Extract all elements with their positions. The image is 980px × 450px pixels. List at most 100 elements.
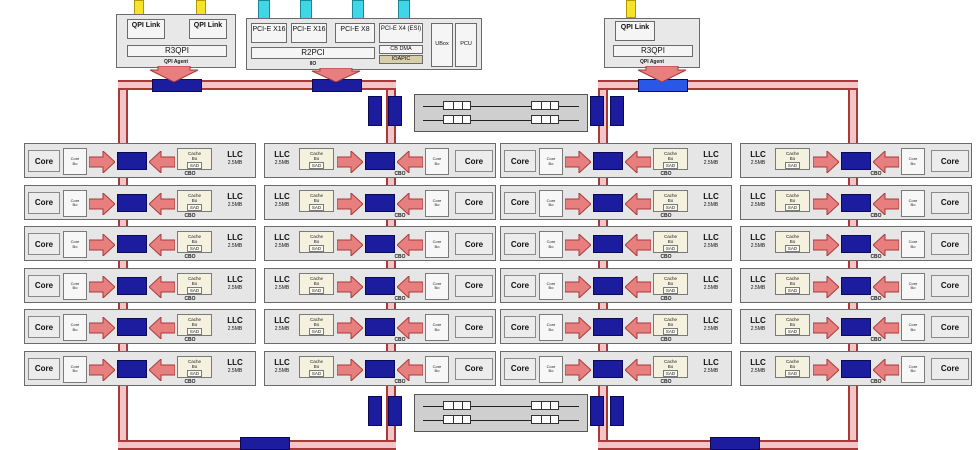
col-2-row-2-cache-l1: Cache	[309, 192, 323, 198]
col-4-row-5-cbo-tag: CBO	[870, 337, 882, 343]
col-2-row-1-llc-label: LLC	[274, 150, 290, 159]
col-3-row-2-cache-l1: Cache	[663, 192, 677, 198]
col-2-row-3-core: Core	[455, 233, 493, 255]
col-4-row-3-cache-l2: Bo	[789, 239, 796, 244]
col-4-row-2-cache-l1: Cache	[785, 192, 799, 198]
col-4-row-6-cbo-tag: CBO	[870, 378, 882, 385]
switch-top-queue-4	[531, 115, 559, 124]
col-1-row-1-core-bo-l1: Core	[70, 156, 80, 161]
inter-ring-switch-bottom	[414, 394, 588, 432]
col-2-row-3-core-bo-l2: Bo	[434, 243, 440, 249]
col-2-row-1-cache-l1: Cache	[309, 151, 323, 156]
pcie-port-1: PCI-E X16	[251, 23, 287, 43]
col-4-row-5-core-bo-l2: Bo	[910, 326, 916, 332]
col-4-row-6-core-bo-l2: Bo	[910, 368, 916, 373]
col-4-row-1-arrow-in	[873, 151, 899, 173]
col-3-row-6-arrow-in	[625, 358, 651, 381]
col-2-row-5-core-bo-l2: Bo	[434, 326, 440, 332]
col-3-row-2-core-bo-l1: Core	[546, 197, 556, 203]
ring-stop-bottom-right	[710, 437, 760, 450]
col-3-row-6-llc-size: 2.5MB	[703, 367, 719, 374]
col-2-row-4-cache-l2: Bo	[313, 280, 320, 286]
col-4-row-5-llc-size: 2.5MB	[750, 326, 766, 332]
pcu-box: PCU	[455, 23, 477, 67]
switch-stop-bottom-c	[590, 396, 604, 426]
col-1-row-5-core-bo-l1: Core	[70, 322, 80, 327]
col-2-row-2-arrow-in	[397, 192, 423, 215]
col-1-row-1-core: Core	[28, 150, 60, 172]
col-3-row-3-core-bo-l2: Bo	[548, 243, 554, 249]
col-1-row-5-cbo-tag: CBO	[184, 337, 196, 343]
switch-bottom-lane-a	[423, 406, 579, 407]
col-2-row-6-llc-size: 2.5MB	[274, 367, 290, 374]
col-2-row-2-core-bo-l2: Bo	[434, 202, 440, 207]
col-2-row-4-cbo-tag: CBO	[394, 295, 406, 302]
col-4-row-4-arrow-out	[813, 275, 839, 298]
col-4-row-5-arrow-out	[813, 317, 839, 339]
col-2-row-2-core: Core	[455, 191, 493, 214]
col-2-row-2-core-bo-l1: Core	[432, 197, 442, 203]
col-4-row-1-cache-l1: Cache	[785, 151, 799, 156]
col-4-row-6-sad: SAD	[784, 369, 801, 377]
ubox-box: UBox	[431, 23, 453, 67]
qpi-link-right-wire	[626, 0, 636, 18]
col-4-row-1-cache-l2: Bo	[789, 156, 796, 161]
col-1-row-3-ring-stop	[117, 235, 147, 253]
col-1-row-5-core-bo-l2: Bo	[72, 326, 78, 332]
pcie-port-3: PCI-E X8	[335, 23, 375, 43]
col-2-row-3-core-bo-l1: Core	[432, 239, 442, 244]
col-1-row-3-llc-size: 2.5MB	[227, 243, 243, 249]
col-3-row-4-llc-size: 2.5MB	[703, 284, 719, 291]
col-2-row-6-arrow-out	[337, 358, 363, 381]
col-3-row-2-sad: SAD	[662, 203, 679, 211]
col-1-row-2-core-bo-l2: Bo	[72, 202, 78, 207]
qpi-link-a-label: QPI Link	[131, 22, 161, 29]
switch-stop-top-a	[368, 96, 382, 126]
col-1-row-1-llc-size: 2.5MB	[227, 160, 243, 166]
col-4-row-6-cache-l1: Cache	[785, 358, 799, 364]
col-1-row-1-core-bo-l2: Bo	[72, 160, 78, 166]
col-2-row-6-cache-l2: Bo	[313, 363, 320, 369]
col-4-row-2-cbo-tag: CBO	[870, 212, 882, 219]
col-3-row-6-core-bo-l2: Bo	[548, 368, 554, 373]
col-3-row-1-llc-size: 2.5MB	[703, 160, 719, 166]
col-1-row-1-arrow-out	[89, 151, 115, 173]
col-3-row-3-llc-size: 2.5MB	[703, 243, 719, 249]
col-2-row-3-cbo-tag: CBO	[394, 254, 406, 260]
col-4-row-5-llc-label: LLC	[750, 316, 766, 325]
col-2-row-5-cache-l2: Bo	[313, 322, 320, 327]
qpi-agent-left-label: QPI Agent	[164, 59, 188, 65]
col-2-row-4-llc-label: LLC	[274, 274, 290, 284]
col-3-row-1-sad: SAD	[662, 162, 679, 169]
col-4-row-6-llc-size: 2.5MB	[750, 367, 766, 374]
col-4-row-3-sad: SAD	[784, 245, 801, 252]
col-3-row-6-core: Core	[504, 357, 536, 380]
col-1-row-4-core-bo-l1: Core	[70, 280, 80, 286]
col-1-row-3-cache-l1: Cache	[187, 234, 201, 239]
col-1-row-2-cache-l1: Cache	[187, 192, 201, 198]
col-4-row-5-ring-stop	[841, 318, 871, 336]
col-1-row-4-llc-label: LLC	[227, 274, 243, 284]
col-4-row-2-ring-stop	[841, 193, 871, 212]
col-4-row-3-llc-size: 2.5MB	[750, 243, 766, 249]
pcie-port-4-label: PCI-E X4 (ESI)	[380, 26, 422, 32]
col-2-row-2-cache-l2: Bo	[313, 197, 320, 203]
